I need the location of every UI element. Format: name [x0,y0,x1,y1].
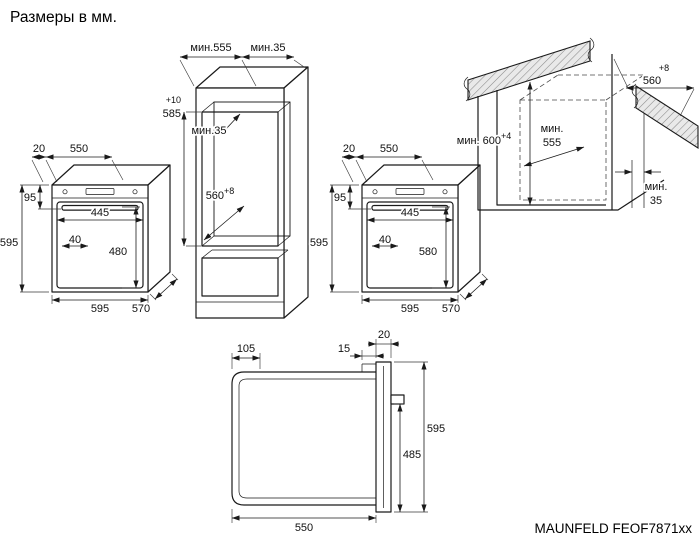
dim-side-handle-clearance: 485 [403,449,421,461]
dim-vent-gap: мин.35 [191,125,226,137]
worktop-hatched-slab [467,40,591,101]
built-in-oven-left-view: 20 550 95 595 445 40 480 595 570 [0,141,178,317]
dim-oven-left-width: 595 [91,303,109,315]
dim-column-depth-min: мин.555 [190,42,231,54]
dim-side-body-depth: 550 [295,522,313,534]
door-handle-section [390,394,405,405]
dim-oven-left-handle-offset: 95 [24,192,36,204]
dim-side-back-offset: 105 [237,343,255,355]
side-section-view: 105 15 20 595 485 550 [231,327,447,536]
dim-oven-right-handle-offset: 95 [334,192,346,204]
dim-side-door-thickness: 20 [378,329,390,341]
dim-oven-left-front-offset: 20 [33,143,45,155]
dim-oven-right-body-depth: 570 [442,303,460,315]
dim-niche-depth: 560+8 [206,186,235,202]
dim-counter-depth-tolerance: +8 [659,63,669,73]
worktop-section [463,37,595,102]
oven-right-drawing [330,157,488,304]
dim-counter-height: мин.600+4 [457,131,511,147]
dim-counter-rear-gap-prefix: мин. [645,181,668,193]
dim-oven-left-depth: 550 [70,143,88,155]
dim-oven-right-height: 595 [310,237,328,249]
dim-counter-side-depth-prefix: мин. [541,123,564,135]
dim-oven-left-inner-width: 445 [91,207,109,219]
dim-side-front-gap: 15 [338,343,350,355]
oven-left-drawing [20,157,178,304]
dim-oven-left-inset: 40 [69,234,81,246]
appliance-hidden-outline [519,74,645,201]
dim-column-rear-gap: мин.35 [250,42,285,54]
page-title: Размеры в мм. [10,9,117,26]
dim-oven-left-body-depth: 570 [132,303,150,315]
dim-oven-left-height: 595 [0,237,18,249]
under-counter-view: +8 560 мин.600+4 мин. 555 мин. 35 [455,37,699,211]
dim-oven-right-inset: 40 [379,234,391,246]
wall-hatched-slab [635,84,699,150]
tall-cabinet-art [195,66,309,319]
oven-niche-opening [201,111,279,247]
model-label: MAUNFELD FEOF7871xx [534,521,692,536]
dim-oven-right-front-offset: 20 [343,143,355,155]
dim-counter-rear-gap: 35 [650,195,662,207]
niche-art [477,54,665,211]
built-in-oven-right-view: 20 550 95 595 445 40 580 595 570 [308,141,488,317]
tall-cabinet-view: мин.555 мин.35 +10 585 мин.35 560+8 [161,40,309,319]
dim-oven-right-inner-width: 445 [401,207,419,219]
dim-side-door-height: 595 [427,423,445,435]
dim-counter-niche-depth: 560 [643,75,661,87]
dim-niche-height: 585 [163,108,181,120]
dim-oven-right-width: 595 [401,303,419,315]
dim-niche-height-tolerance: +10 [166,95,181,105]
dim-oven-right-depth: 550 [380,143,398,155]
dim-counter-side-depth: 555 [543,137,561,149]
dim-oven-left-inner-height: 480 [109,246,127,258]
oven-side-profile [231,361,405,513]
lower-compartment [201,257,279,297]
side-view-dimension-lines [231,339,428,523]
wall-section [631,83,699,150]
dim-oven-right-inner-height: 580 [419,246,437,258]
under-counter-dimension-lines [523,58,695,206]
tall-cabinet-dimension-lines [179,54,308,247]
